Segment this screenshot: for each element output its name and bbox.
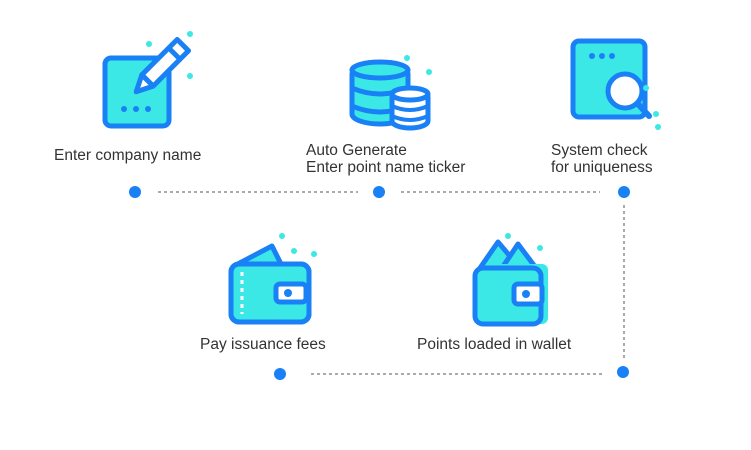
step-label-5-line-1: Points loaded in wallet — [417, 336, 572, 353]
step-label-5: Points loaded in wallet — [417, 336, 571, 353]
step-label-2-line-2: Enter point name ticker — [306, 159, 466, 176]
step-label-3-line-1: System check — [551, 142, 648, 159]
step-label-2: Auto Generate Enter point name ticker — [306, 142, 465, 176]
document-search-icon — [570, 38, 661, 130]
coin-stack-icon — [349, 55, 432, 131]
step-label-4-line-1: Pay issuance fees — [200, 336, 326, 353]
node-4 — [617, 366, 629, 378]
node-5 — [274, 368, 286, 380]
node-2 — [373, 186, 385, 198]
wallet-icon — [228, 233, 317, 325]
step-label-3-line-2: for uniqueness — [551, 159, 653, 176]
wallet-with-cash-icon — [472, 233, 548, 327]
step-label-3: System check for uniqueness — [551, 142, 653, 176]
pencil-on-pad-icon — [102, 31, 193, 129]
step-label-2-line-1: Auto Generate — [306, 142, 407, 159]
step-label-1-line-1: Enter company name — [54, 147, 202, 164]
node-3 — [618, 186, 630, 198]
step-label-1: Enter company name — [54, 147, 201, 164]
node-1 — [129, 186, 141, 198]
step-label-4: Pay issuance fees — [200, 336, 326, 353]
